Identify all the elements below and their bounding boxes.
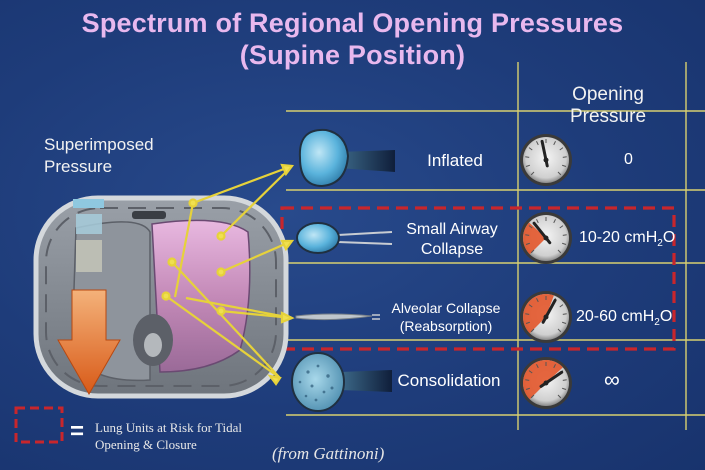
row-label-line: Inflated: [427, 151, 483, 170]
legend-text-line2: Opening & Closure: [95, 437, 197, 452]
lung-unit-small-airway: [296, 222, 393, 254]
pressure-value-consolidation: ∞: [604, 367, 620, 393]
opening-pressure-header-line1: Opening: [572, 84, 644, 105]
pointer-lines: [161, 163, 295, 386]
pressure-value-inflated: 0: [624, 151, 633, 169]
pressure-text: 0: [624, 151, 633, 168]
legend-text: Lung Units at Risk for Tidal Opening & C…: [95, 419, 242, 453]
pressure-subscript: 2: [654, 317, 660, 329]
opening-pressure-header-line2: Pressure: [569, 106, 647, 127]
superimposed-pressure-label: Superimposed Pressure: [44, 134, 154, 178]
pressure-suffix: O: [662, 229, 676, 246]
lung-unit-consolidation: [291, 352, 392, 412]
page-title: Spectrum of Regional Opening Pressures: [81, 8, 624, 38]
pressure-gauge-icon: [520, 212, 572, 264]
superimposed-line1: Superimposed: [44, 135, 154, 154]
pressure-gauge-icon: [520, 357, 572, 409]
row-label-line: Alveolar Collapse: [391, 300, 501, 316]
row-label-line: (Reabsorption): [399, 318, 493, 334]
pressure-value-alveolar-collapse: 20-60 cmH2O: [576, 308, 672, 328]
legend-text-line1: Lung Units at Risk for Tidal: [95, 420, 242, 435]
gauges: [520, 134, 572, 409]
superimposed-pressure-arrow: [57, 199, 121, 396]
legend-equals: =: [70, 418, 85, 445]
page-subtitle: (Supine Position): [239, 40, 466, 70]
pressure-value-small-airway: 10-20 cmH2O: [579, 229, 675, 249]
pressure-suffix: O: [659, 308, 673, 325]
pressure-text: 10-20 cmH: [579, 229, 658, 246]
row-label-small-airway: Small Airway Collapse: [392, 220, 512, 260]
grid-lines: [286, 62, 705, 430]
legend-box-icon: [14, 406, 64, 444]
pressure-gauge-icon: [520, 134, 572, 186]
opening-pressure-header: Opening Pressure: [548, 84, 668, 128]
row-label-line: Small Airway: [406, 221, 498, 238]
lung-unit-alveolar-collapse: [295, 313, 380, 321]
row-label-line: Collapse: [420, 241, 484, 258]
source-citation: (from Gattinoni): [272, 444, 385, 463]
pressure-text: 20-60 cmH: [576, 308, 655, 325]
superimposed-line2: Pressure: [44, 157, 113, 176]
row-label-alveolar-collapse: Alveolar Collapse (Reabsorption): [376, 299, 516, 335]
lung-unit-inflated: [298, 128, 395, 188]
pressure-text: ∞: [604, 367, 620, 392]
row-label-line: Consolidation: [397, 371, 501, 390]
row-label-consolidation: Consolidation: [386, 371, 512, 391]
row-label-inflated: Inflated: [400, 151, 510, 171]
pressure-gauge-icon: [520, 291, 572, 343]
pressure-subscript: 2: [657, 238, 663, 250]
